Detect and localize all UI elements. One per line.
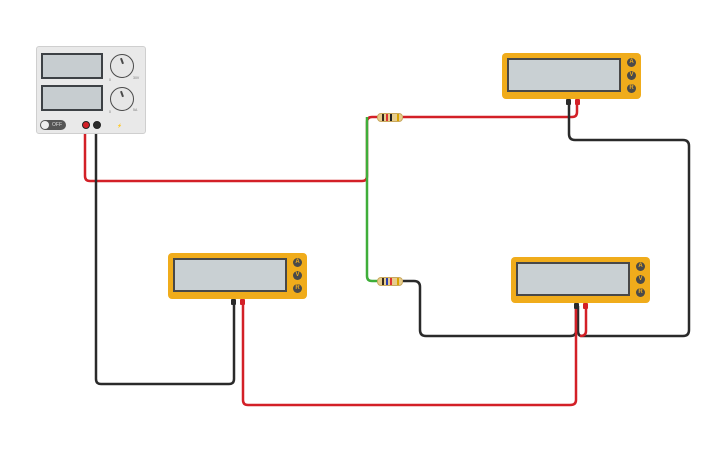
positive-probe-terminal[interactable] xyxy=(575,99,580,105)
mode-ohmmeter-button[interactable]: R xyxy=(636,288,645,297)
positive-terminal[interactable] xyxy=(82,121,90,129)
voltage-knob[interactable] xyxy=(110,54,134,78)
resistor-2[interactable] xyxy=(377,277,403,286)
wire-red-resistor1-to-meter[interactable] xyxy=(403,101,579,119)
voltage-max-label: 30V xyxy=(133,76,140,80)
positive-probe-terminal[interactable] xyxy=(583,303,588,309)
voltage-min-label: 0 xyxy=(109,78,111,82)
resistor-1[interactable] xyxy=(377,113,403,122)
resistor-band xyxy=(397,278,399,285)
resistor-band xyxy=(382,114,384,121)
resistor-band xyxy=(390,278,392,285)
mode-ohmmeter-button[interactable]: R xyxy=(627,84,636,93)
resistor-band xyxy=(386,278,388,285)
wire-black-top-meter-loop[interactable] xyxy=(567,101,691,338)
multimeter-display xyxy=(516,262,630,296)
mode-ammeter-button[interactable]: A xyxy=(636,262,645,271)
resistor-band xyxy=(386,114,388,121)
current-min-label: 0 xyxy=(109,110,111,114)
resistor-band xyxy=(397,114,399,121)
wire-green-jumper[interactable] xyxy=(365,117,378,283)
multimeter-display xyxy=(173,258,287,292)
wire-red-meter-to-meter[interactable] xyxy=(241,301,578,407)
voltage-display xyxy=(41,53,103,79)
multimeter-bottom-right[interactable]: A V R xyxy=(511,257,650,309)
mode-voltmeter-button[interactable]: V xyxy=(636,275,645,284)
toggle-label: OFF xyxy=(52,122,62,128)
resistor-band xyxy=(390,114,392,121)
negative-probe-terminal[interactable] xyxy=(231,299,236,305)
psu-brand-mark: ⚡ xyxy=(117,123,122,128)
toggle-knob xyxy=(41,121,49,129)
multimeter-bottom-left[interactable]: A V R xyxy=(168,253,307,305)
mode-voltmeter-button[interactable]: V xyxy=(293,271,302,280)
mode-ammeter-button[interactable]: A xyxy=(293,258,302,267)
positive-probe-terminal[interactable] xyxy=(240,299,245,305)
wire-black-resistor2-to-meter[interactable] xyxy=(403,279,578,338)
current-knob[interactable] xyxy=(110,87,134,111)
multimeter-top-right[interactable]: A V R xyxy=(502,53,641,105)
resistor-band xyxy=(382,278,384,285)
wire-red-bottom-right-lead[interactable] xyxy=(579,306,588,338)
power-toggle[interactable]: OFF xyxy=(40,120,66,130)
mode-voltmeter-button[interactable]: V xyxy=(627,71,636,80)
power-supply[interactable]: 0 30V 0 5A OFF ⚡ xyxy=(36,46,146,134)
multimeter-display xyxy=(507,58,621,92)
negative-terminal[interactable] xyxy=(93,121,101,129)
current-display xyxy=(41,85,103,111)
negative-probe-terminal[interactable] xyxy=(566,99,571,105)
wire-black-psu-to-meter[interactable] xyxy=(94,127,236,386)
negative-probe-terminal[interactable] xyxy=(574,303,579,309)
mode-ammeter-button[interactable]: A xyxy=(627,58,636,67)
mode-ohmmeter-button[interactable]: R xyxy=(293,284,302,293)
current-max-label: 5A xyxy=(133,108,138,112)
